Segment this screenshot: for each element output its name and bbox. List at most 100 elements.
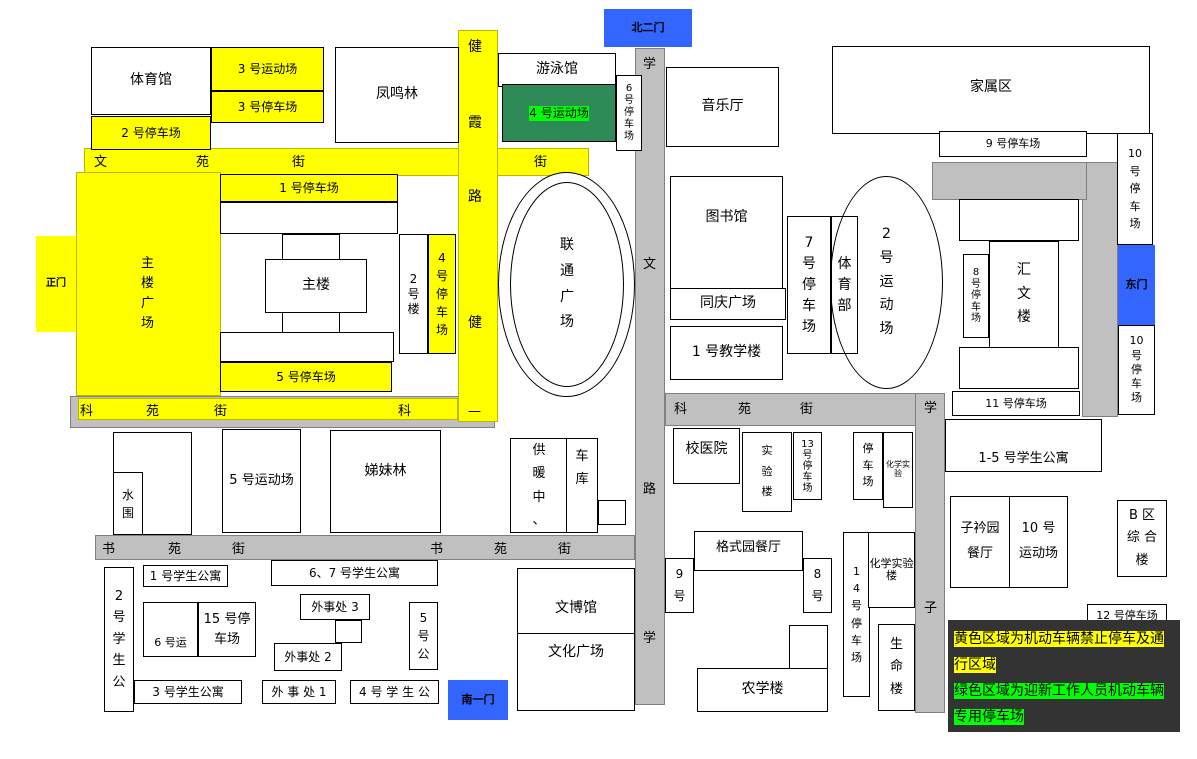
dorm-6-7[interactable]: 6、7 号学生公寓 <box>271 560 438 586</box>
road-keyuan-right <box>665 393 917 426</box>
square-liantong[interactable]: 联 通 广 场 <box>510 182 624 387</box>
gate-main[interactable]: 正门 <box>36 236 76 332</box>
field-yundong5[interactable]: 5 号运动场 <box>222 429 301 533</box>
building-huaxueshiyanlou[interactable]: 化学实验楼 <box>868 532 915 608</box>
road-label: 科 <box>674 402 688 417</box>
gate-south1[interactable]: 南一门 <box>448 680 508 720</box>
map-legend: 黄色区域为机动车辆禁止停车及通行区域 绿色区域为迎新工作人员机动车辆专用停车场 <box>948 620 1180 732</box>
building-cheku-annex <box>598 500 626 525</box>
building-waishi1[interactable]: 外 事 处 1 <box>262 680 336 704</box>
yundong4-label: 4 号运动场 <box>529 105 589 121</box>
zone-wenyuan-street <box>84 148 589 176</box>
road-label: 路 <box>468 189 482 205</box>
building-jiaoxue1[interactable]: 1 号教学楼 <box>670 326 783 380</box>
parking-tingche5[interactable]: 5 号停车场 <box>220 362 392 392</box>
building-nongxuelou[interactable]: 农学楼 <box>697 668 828 712</box>
road-east-horizontal <box>932 162 1087 200</box>
building-huaxue-small[interactable]: 化学实验 <box>883 432 913 508</box>
building-cheku[interactable]: 车 库 <box>566 438 598 533</box>
parking-tingche10a[interactable]: 10 号 停 车 场 <box>1117 133 1153 245</box>
road-label: 街 <box>800 402 814 417</box>
parking-tingche7[interactable]: 7 号 停 车 场 <box>787 216 831 354</box>
parking-tingche8[interactable]: 8 号 停 车 场 <box>963 254 989 338</box>
building-shuiyuan[interactable]: 水 围 <box>113 472 143 535</box>
parking-tingche1[interactable]: 1 号停车场 <box>220 174 398 202</box>
road-xuezi <box>915 393 945 713</box>
road-xuewen <box>635 48 665 705</box>
building-zhulou[interactable]: 主楼 <box>265 259 367 313</box>
parking-small[interactable]: 停 车 场 <box>853 432 883 500</box>
area-jiashuqu[interactable]: 家属区 <box>832 46 1150 134</box>
road-label: 学 <box>643 631 657 646</box>
gate-north2[interactable]: 北二门 <box>604 9 692 47</box>
square-tongqing[interactable]: 同庆广场 <box>670 288 786 320</box>
parking-tingche3[interactable]: 3 号停车场 <box>211 91 324 123</box>
parking-tingche10b[interactable]: 10 号 停 车 场 <box>1118 325 1155 415</box>
square-wenhua[interactable]: 文化广场 <box>517 633 635 711</box>
road-label: 苑 <box>494 542 508 557</box>
parking-tingche14[interactable]: 1 4 号 停 车 场 <box>843 532 870 697</box>
label-zhulouguangchang: 主 楼 广 场 <box>141 256 155 332</box>
field-yundong10[interactable]: 10 号 运动场 <box>1009 496 1068 588</box>
dorm-1[interactable]: 1 号学生公寓 <box>143 565 228 587</box>
field-yundong2[interactable]: 2 号 运 动 场 <box>830 176 943 389</box>
area-dimeilin[interactable]: 娣妹林 <box>330 430 441 533</box>
building-zhulou-bottom <box>220 332 394 362</box>
canteen-zijinyuan[interactable]: 子衿园 餐厅 <box>950 496 1010 588</box>
parking-tingche15[interactable]: 15 号停 车场 <box>198 602 256 657</box>
dorm-1-5[interactable]: 1-5 号学生公寓 <box>945 419 1102 472</box>
dorm-4[interactable]: 4 号 学 生 公 <box>350 680 439 704</box>
road-shuyuan <box>95 535 635 560</box>
building-lou5[interactable]: 5 号 公 <box>409 602 438 670</box>
canteen-geshiyuan[interactable]: 格式园餐厅 <box>694 531 803 571</box>
parking-tingche13[interactable]: 13 号 停 车 场 <box>793 432 822 500</box>
road-label: 书 <box>430 542 444 557</box>
building-hao9[interactable]: 9 号 <box>665 558 694 613</box>
road-label: 健 <box>468 315 482 331</box>
road-label: 学 <box>924 401 938 416</box>
road-label: 苑 <box>168 542 182 557</box>
dorm-3[interactable]: 3 号学生公寓 <box>134 680 242 704</box>
building-gongnuan[interactable]: 供 暖 中 、 <box>510 438 568 533</box>
gate-east[interactable]: 东门 <box>1118 245 1155 325</box>
parking-tingche2[interactable]: 2 号停车场 <box>91 116 211 150</box>
building-youyongguan[interactable]: 游泳馆 <box>498 53 616 87</box>
field-yundong6[interactable]: 6 号运 <box>143 602 198 657</box>
parking-tingche6[interactable]: 6 号 停 车 场 <box>616 75 642 151</box>
legend-yellow-text: 黄色区域为机动车辆禁止停车及通行区域 <box>954 631 1164 673</box>
building-bqu[interactable]: B 区 综 合 楼 <box>1117 500 1167 577</box>
building-yinyueting[interactable]: 音乐厅 <box>666 67 779 147</box>
parking-tingche11[interactable]: 11 号停车场 <box>952 391 1080 416</box>
building-shiyanlou[interactable]: 实 验 楼 <box>742 432 792 512</box>
area-fengminglin[interactable]: 凤鸣林 <box>335 47 459 143</box>
road-label: 苑 <box>196 155 210 170</box>
road-label: 文 <box>643 257 657 272</box>
building-tushuguan[interactable]: 图书馆 <box>670 176 783 289</box>
building-zhulou-neck <box>282 234 340 260</box>
building-huiwen-top <box>959 199 1079 241</box>
road-label: 文 <box>94 155 108 170</box>
zone-zhulou-square <box>76 172 221 396</box>
parking-tingche4[interactable]: 4 号 停 车 场 <box>428 234 456 354</box>
road-label: 科 <box>80 404 94 419</box>
building-tiyuguan[interactable]: 体育馆 <box>91 47 211 115</box>
road-east-vertical <box>1082 162 1118 417</box>
zone-keyuan-yellow <box>78 398 458 420</box>
field-yundong3[interactable]: 3 号运动场 <box>211 47 324 91</box>
building-shengminglou[interactable]: 生 命 楼 <box>878 624 915 711</box>
building-waishi2[interactable]: 外事处 2 <box>274 643 342 671</box>
building-hao8[interactable]: 8 号 <box>803 558 832 613</box>
building-zhulou-top <box>220 202 398 234</box>
road-label: 苑 <box>738 402 752 417</box>
building-wenboguan[interactable]: 文博馆 <box>517 568 635 634</box>
road-label: 街 <box>232 542 246 557</box>
building-huiwen-bottom <box>959 347 1079 389</box>
dorm-2[interactable]: 2 号 学 生 公 <box>104 567 134 712</box>
parking-tingche9[interactable]: 9 号停车场 <box>939 131 1087 157</box>
road-label: 街 <box>214 404 228 419</box>
building-waishi3[interactable]: 外事处 3 <box>300 594 370 620</box>
field-yundong4-green[interactable]: 4 号运动场 <box>502 84 616 142</box>
building-xiaoyiyuan[interactable]: 校医院 <box>673 428 740 484</box>
building-huiwen[interactable]: 汇 文 楼 <box>989 241 1059 348</box>
building-lou2[interactable]: 2 号 楼 <box>399 234 428 354</box>
